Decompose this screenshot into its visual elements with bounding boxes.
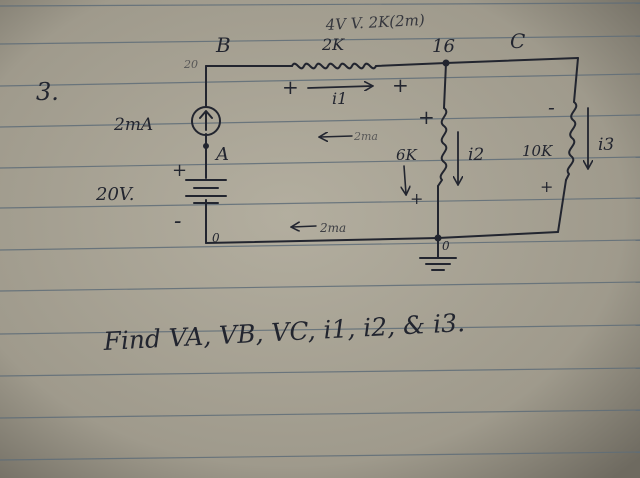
ground-icon xyxy=(419,257,457,271)
resistor-right-label: 10K xyxy=(522,142,553,160)
resistor-10k xyxy=(565,101,578,181)
node-c-label: C xyxy=(510,29,525,53)
resistor-6k xyxy=(437,107,448,187)
polarity-right-res-bottom: + xyxy=(540,177,553,196)
i3-label: i3 xyxy=(598,135,614,155)
problem-number: 3. xyxy=(36,78,59,106)
top-note: 4V V. 2K(2m) xyxy=(324,11,425,34)
polarity-mid-res-bottom: + xyxy=(410,189,423,208)
polarity-battery-plus: + xyxy=(172,160,187,181)
node-down-arrow-icon xyxy=(404,165,406,194)
current-mid-note: 2ma xyxy=(353,130,378,143)
node-b-label: B xyxy=(215,33,231,57)
i2-label: i2 xyxy=(468,145,484,165)
bottom-left-voltage: 0 xyxy=(212,231,220,245)
ground-voltage: 0 xyxy=(442,239,450,253)
ruled-lines xyxy=(0,2,640,461)
i1-arrow-icon xyxy=(307,86,372,88)
polarity-right-res-top: - xyxy=(548,95,555,119)
resistor-2k xyxy=(291,62,377,70)
current-source-arrow-icon xyxy=(199,110,213,131)
node-ground-dot xyxy=(434,234,442,242)
node-b-voltage: 20 xyxy=(183,58,198,71)
polarity-top-res-right: + xyxy=(392,73,409,97)
polarity-top-res-left: + xyxy=(282,75,299,99)
polarity-mid-res-top: + xyxy=(418,105,435,129)
current-bottom-note: 2ma xyxy=(319,221,346,235)
node-c-dot xyxy=(442,59,450,67)
polarity-battery-minus: - xyxy=(174,209,181,234)
wires xyxy=(205,57,579,259)
i1-label: i1 xyxy=(332,89,347,108)
node-a-dot xyxy=(203,143,209,149)
bottom-current-arrow-icon xyxy=(292,226,317,227)
current-source-symbol xyxy=(191,106,221,136)
node-c-voltage: 16 xyxy=(432,36,455,57)
resistor-mid-label: 6K xyxy=(396,146,418,164)
current-source-label: 2mA xyxy=(113,115,153,135)
node-a-label: A xyxy=(214,144,229,165)
battery-symbol xyxy=(185,179,227,204)
resistor-top-label: 2K xyxy=(321,35,345,54)
mid-current-arrow-icon xyxy=(320,136,353,137)
battery-label: 20V. xyxy=(95,184,134,205)
